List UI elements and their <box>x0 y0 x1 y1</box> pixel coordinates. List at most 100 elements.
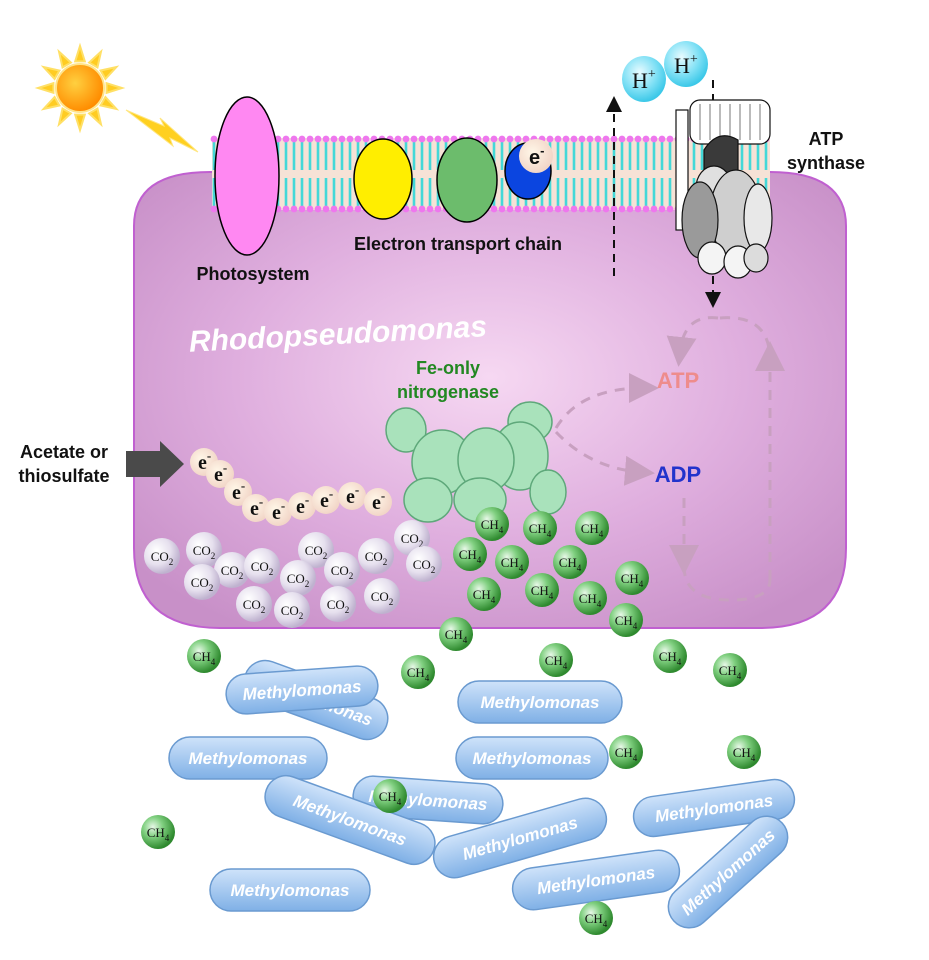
methylomonas-cell: Methylomonas <box>168 736 328 780</box>
svg-text:CH4: CH4 <box>379 789 402 807</box>
svg-text:CO2: CO2 <box>221 563 244 581</box>
ch4-molecule: CH4 <box>615 561 649 595</box>
ch4-molecule: CH4 <box>523 511 557 545</box>
sun-icon <box>34 42 126 134</box>
electron: e- <box>242 494 270 522</box>
svg-text:CH4: CH4 <box>579 591 602 609</box>
svg-text:CO2: CO2 <box>401 531 424 549</box>
svg-text:CH4: CH4 <box>545 653 568 671</box>
co2-molecule: CO2 <box>280 560 316 596</box>
svg-text:CH4: CH4 <box>559 555 582 573</box>
nitrogenase <box>385 401 567 523</box>
svg-text:e-: e- <box>296 492 309 518</box>
svg-text:e-: e- <box>372 488 385 514</box>
co2-molecule: CO2 <box>324 552 360 588</box>
svg-text:CO2: CO2 <box>331 563 354 581</box>
svg-text:CH4: CH4 <box>147 825 170 843</box>
co2-molecule: CO2 <box>186 532 222 568</box>
ch4-molecule: CH4 <box>475 507 509 541</box>
svg-text:CO2: CO2 <box>193 543 216 561</box>
ch4-molecule: CH4 <box>439 617 473 651</box>
etc-electron-label: e- <box>529 143 544 169</box>
svg-text:CH4: CH4 <box>501 555 524 573</box>
ch4-molecule: CH4 <box>609 603 643 637</box>
svg-text:CH4: CH4 <box>481 517 504 535</box>
svg-text:e-: e- <box>250 494 263 520</box>
co2-molecule: CO2 <box>184 564 220 600</box>
svg-text:CH4: CH4 <box>621 571 644 589</box>
svg-text:CH4: CH4 <box>615 613 638 631</box>
co2-molecule: CO2 <box>320 586 356 622</box>
co2-molecule: CO2 <box>144 538 180 574</box>
svg-text:CH4: CH4 <box>733 745 756 763</box>
etc-electron-ball <box>519 139 553 173</box>
ch4-molecule: CH4 <box>609 735 643 769</box>
ch4-molecule: CH4 <box>553 545 587 579</box>
co2-molecule: CO2 <box>244 548 280 584</box>
ch4-molecule: CH4 <box>525 573 559 607</box>
ch4-molecule: CH4 <box>573 581 607 615</box>
ch4-molecule: CH4 <box>453 537 487 571</box>
co2-molecule: CO2 <box>364 578 400 614</box>
ch4-molecule: CH4 <box>539 643 573 677</box>
svg-text:CH4: CH4 <box>445 627 468 645</box>
etc-label: Electron transport chain <box>354 234 562 254</box>
ch4-molecule: CH4 <box>713 653 747 687</box>
svg-text:Methylomonas: Methylomonas <box>230 881 349 900</box>
svg-text:e-: e- <box>320 486 333 512</box>
svg-text:CH4: CH4 <box>585 911 608 929</box>
svg-text:CO2: CO2 <box>365 549 388 567</box>
photosystem <box>214 96 280 256</box>
svg-text:CH4: CH4 <box>459 547 482 565</box>
electron-chain: e-e-e-e-e-e-e-e-e- <box>190 448 392 526</box>
ch4-molecule: CH4 <box>727 735 761 769</box>
svg-text:CO2: CO2 <box>305 543 328 561</box>
electron: e- <box>338 482 366 510</box>
lightning-icon <box>125 109 199 153</box>
svg-text:H+: H+ <box>674 52 698 78</box>
svg-text:e-: e- <box>232 478 245 504</box>
etc-complex-green <box>436 137 498 223</box>
methylomonas-cell: Methylomonas <box>225 665 379 715</box>
electron: e- <box>206 460 234 488</box>
svg-text:CO2: CO2 <box>413 557 436 575</box>
co2-molecule: CO2 <box>358 538 394 574</box>
ch4-molecule: CH4 <box>467 577 501 611</box>
photosystem-label: Photosystem <box>196 264 309 284</box>
svg-text:CO2: CO2 <box>243 597 266 615</box>
svg-text:CH4: CH4 <box>407 665 430 683</box>
svg-text:e-: e- <box>272 498 285 524</box>
methylomonas-cell: Methylomonas <box>209 868 371 912</box>
etc-complex-yellow <box>353 138 413 220</box>
svg-text:CO2: CO2 <box>281 603 304 621</box>
ch4-molecule: CH4 <box>187 639 221 673</box>
proton-ball: H+ <box>622 56 666 102</box>
svg-text:Methylomonas: Methylomonas <box>480 693 599 712</box>
svg-text:CO2: CO2 <box>151 549 174 567</box>
svg-text:H+: H+ <box>632 67 656 93</box>
atp-synthase <box>675 99 773 279</box>
atp-adp-cycle <box>554 316 785 602</box>
svg-text:Methylomonas: Methylomonas <box>472 749 591 768</box>
adp-label: ADP <box>655 462 701 487</box>
ch4-molecule: CH4 <box>579 901 613 935</box>
svg-text:CH4: CH4 <box>719 663 742 681</box>
svg-text:CO2: CO2 <box>191 575 214 593</box>
electron: e- <box>224 478 252 506</box>
svg-text:CH4: CH4 <box>473 587 496 605</box>
methylomonas-cell: Methylomonas <box>455 736 609 780</box>
svg-text:CH4: CH4 <box>581 521 604 539</box>
svg-text:CO2: CO2 <box>287 571 310 589</box>
svg-text:e-: e- <box>198 448 211 474</box>
svg-text:CH4: CH4 <box>615 745 638 763</box>
ch4-molecule: CH4 <box>495 545 529 579</box>
electron: e- <box>312 486 340 514</box>
svg-text:CH4: CH4 <box>659 649 682 667</box>
